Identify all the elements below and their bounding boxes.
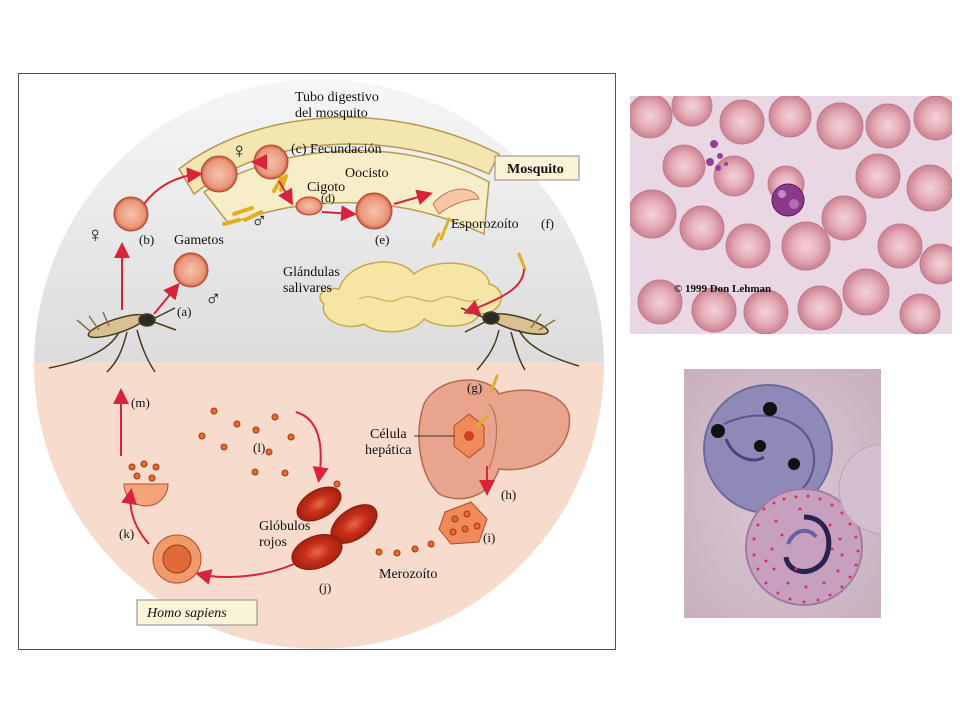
parasite-fragments [706, 140, 728, 171]
label-tubo-2: del mosquito [295, 106, 368, 121]
arrow-to-gamete-a [153, 282, 180, 315]
top-infected-cell [703, 384, 833, 514]
arrow-k-to-rupture [121, 488, 150, 545]
label-esporozoito: Esporozoíto [451, 217, 519, 232]
arrow-j-to-k [195, 563, 295, 585]
gamete-cell-b [113, 196, 149, 232]
infected-white-cell [771, 183, 805, 217]
parasite-closeup-micrograph [684, 369, 930, 618]
hepatic-cell-nucleus [464, 431, 474, 441]
life-cycle-svg: Tubo digestivo del mosquito (c) Fecundac… [34, 79, 604, 649]
arrow-b-to-gut [143, 167, 203, 205]
label-merozoito: Merozoíto [379, 567, 437, 582]
label-l: (l) [253, 440, 265, 455]
smear-red-cells [627, 85, 960, 335]
liver-sporozoites [475, 374, 499, 428]
label-j: (j) [319, 580, 331, 595]
bottom-stippled-cell [745, 488, 863, 606]
homo-sapiens-label-box [136, 599, 258, 626]
label-e: (e) [375, 232, 389, 247]
female-symbol-b: ♀ [87, 222, 104, 247]
arrow-to-sporozoite [393, 189, 433, 205]
male-symbol-d: ♂ [251, 208, 268, 233]
sporozoites [431, 217, 527, 271]
label-a: (a) [177, 304, 191, 319]
infected-red-cell-inner [162, 544, 192, 574]
label-tubo-1: Tubo digestivo [295, 90, 379, 105]
label-glandulas-1: Glándulas [283, 265, 340, 280]
liver-lobe-line [488, 403, 497, 470]
label-celula-2: hepática [365, 443, 412, 458]
red-blood-cell-3 [291, 534, 343, 570]
merozoite-dots [128, 407, 481, 557]
sporozoite-capsule [432, 188, 480, 215]
mosquito-label-box [494, 155, 580, 181]
red-blood-cell-1 [296, 486, 342, 522]
gamete-cell-a [173, 252, 209, 288]
closeup-svg [684, 369, 930, 618]
label-h: (h) [501, 487, 516, 502]
label-m: (m) [131, 395, 150, 410]
female-symbol-c: ♀ [231, 138, 248, 163]
label-globulos-1: Glóbulos [259, 519, 310, 534]
cycle-arrows [113, 154, 525, 585]
label-g: (g) [467, 380, 482, 395]
label-cigoto: Cigoto [307, 180, 345, 195]
label-fecundacion: (c) Fecundación [291, 142, 382, 157]
blood-smear-svg: © 1999 Don Lehman [627, 85, 960, 335]
arrow-to-zygote [278, 180, 293, 206]
label-oocisto: Oocisto [345, 166, 389, 181]
male-gametes [222, 174, 288, 226]
label-globulos-2: rojos [259, 535, 287, 550]
arrow-to-rbc [295, 411, 329, 483]
oocyst-cell [355, 192, 393, 230]
arrow-to-mosquito-right [463, 268, 525, 315]
fertilization-cell [253, 144, 289, 180]
label-celula-1: Célula [370, 427, 407, 442]
malaria-life-cycle-diagram: Tubo digestivo del mosquito (c) Fecundac… [18, 73, 616, 650]
label-homo-sapiens: Homo sapiens [146, 606, 227, 621]
label-f: (f) [541, 216, 554, 231]
male-symbol-a: ♂ [205, 286, 222, 311]
label-i: (i) [483, 530, 495, 545]
zygote-cell [295, 196, 323, 216]
arrow-to-oocyst [321, 205, 357, 222]
schuffner-dots [752, 494, 860, 604]
micrograph-credit: © 1999 Don Lehman [674, 283, 771, 295]
mosquito-right [460, 307, 580, 371]
label-k: (k) [119, 526, 134, 541]
mosquito-left [48, 307, 177, 373]
salivary-gland-lobes [358, 296, 480, 302]
label-d: (d) [321, 191, 335, 205]
blood-smear-micrograph: © 1999 Don Lehman [627, 85, 960, 335]
label-gametos: Gametos [174, 233, 224, 248]
label-mosquito: Mosquito [507, 162, 564, 177]
label-b: (b) [139, 232, 154, 247]
label-glandulas-2: salivares [283, 281, 332, 296]
